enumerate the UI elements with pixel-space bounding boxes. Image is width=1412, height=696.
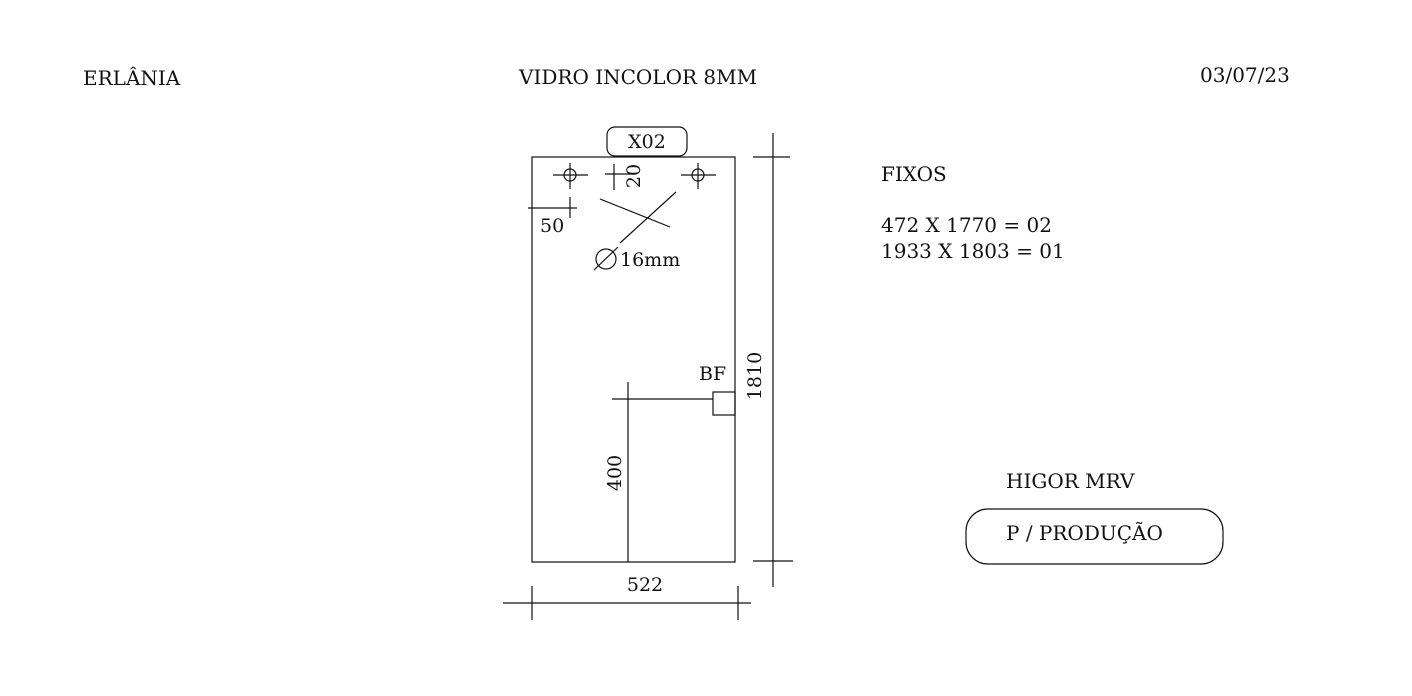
height-label: 1810 xyxy=(744,352,766,400)
hole-side-offset-label: 50 xyxy=(540,215,564,237)
hole-top-offset-label: 20 xyxy=(623,164,645,188)
fixed-panel-item: 1933 X 1803 = 01 xyxy=(881,239,1065,263)
width-label: 522 xyxy=(627,574,663,596)
hole-marker-right xyxy=(681,163,716,189)
client-name: ERLÂNIA xyxy=(83,66,181,90)
lock-height-label: 400 xyxy=(604,455,626,491)
customer-name: HIGOR MRV xyxy=(1006,469,1135,493)
lock-box xyxy=(712,391,736,416)
glass-panel-outline xyxy=(531,156,736,563)
width-dimension xyxy=(503,586,751,620)
piece-tag-box xyxy=(606,126,688,157)
hole-diameter-label: 16mm xyxy=(620,249,680,271)
fixed-panel-item: 472 X 1770 = 02 xyxy=(881,213,1052,237)
fixed-panels-title: FIXOS xyxy=(881,162,947,186)
height-dimension xyxy=(753,133,793,587)
status-box xyxy=(965,508,1224,565)
diameter-leader-a xyxy=(599,198,671,228)
diameter-leader-b xyxy=(619,191,677,244)
hole-marker-center xyxy=(605,164,635,190)
piece-tag: X02 xyxy=(628,131,666,153)
sheet-date: 03/07/23 xyxy=(1200,63,1290,87)
material-title: VIDRO INCOLOR 8MM xyxy=(518,65,757,89)
production-status: P / PRODUÇÃO xyxy=(1006,521,1163,545)
hole-marker-left xyxy=(553,163,588,189)
side-offset-mark xyxy=(528,197,577,218)
lock-label: BF xyxy=(699,363,726,385)
diameter-symbol-icon xyxy=(593,246,619,271)
